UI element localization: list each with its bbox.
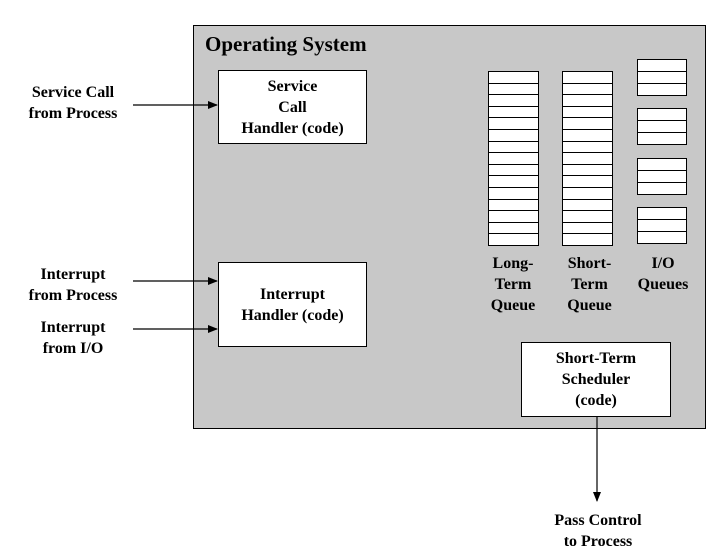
- io-queues-label: I/O Queues: [628, 253, 698, 295]
- pass-control-line-2: to Process: [563, 533, 633, 550]
- short-term-scheduler-box: Short-Term Scheduler (code): [521, 342, 671, 417]
- service-call-from-process-line-1: Service Call: [31, 84, 115, 101]
- io-queues-label-line-1: I/O: [651, 255, 675, 272]
- interrupt-handler-line-1: Interrupt: [260, 285, 325, 303]
- short-term-queue-label: Short- Term Queue: [552, 253, 627, 316]
- queue-cell: [637, 231, 687, 244]
- short-term-queue-label-line-1: Short-: [567, 255, 612, 272]
- queue-cell: [637, 132, 687, 145]
- interrupt-handler-line-2: Handler (code): [241, 306, 344, 324]
- long-term-queue-label-line-2: Term: [494, 276, 532, 293]
- queue-cell: [488, 233, 539, 246]
- interrupt-from-process-line-2: from Process: [28, 287, 118, 304]
- queue-cell: [637, 83, 687, 96]
- short-term-scheduler-line-1: Short-Term: [555, 350, 637, 367]
- short-term-scheduler-line-3: (code): [575, 392, 617, 409]
- interrupt-handler-box: Interrupt Handler (code): [218, 262, 367, 347]
- interrupt-from-io-line-2: from I/O: [42, 340, 104, 357]
- os-title: Operating System: [205, 32, 367, 56]
- long-term-queue-label: Long- Term Queue: [478, 253, 548, 316]
- queue-cell: [637, 182, 687, 195]
- service-call-handler-box: Service Call Handler (code): [218, 70, 367, 144]
- io-queues-label-line-2: Queues: [637, 276, 689, 293]
- service-call-from-process-line-2: from Process: [28, 105, 118, 122]
- long-term-queue-label-line-3: Queue: [490, 297, 536, 314]
- queue-cell: [562, 233, 613, 246]
- short-term-scheduler-line-2: Scheduler: [561, 371, 631, 388]
- interrupt-from-process-line-1: Interrupt: [40, 266, 106, 283]
- short-term-queue-label-line-3: Queue: [567, 297, 612, 314]
- service-call-from-process-label: Service Call from Process: [8, 82, 138, 124]
- pass-control-line-1: Pass Control: [554, 512, 642, 529]
- service-call-handler-line-1: Service: [267, 77, 318, 95]
- service-call-handler-line-2: Call: [278, 98, 307, 116]
- service-call-handler-line-3: Handler (code): [241, 119, 344, 137]
- pass-control-to-process-label: Pass Control to Process: [528, 510, 668, 552]
- interrupt-from-io-label: Interrupt from I/O: [8, 317, 138, 359]
- interrupt-from-io-line-1: Interrupt: [40, 319, 106, 336]
- long-term-queue-label-line-1: Long-: [492, 255, 534, 272]
- interrupt-from-process-label: Interrupt from Process: [8, 264, 138, 306]
- short-term-queue-label-line-2: Term: [571, 276, 608, 293]
